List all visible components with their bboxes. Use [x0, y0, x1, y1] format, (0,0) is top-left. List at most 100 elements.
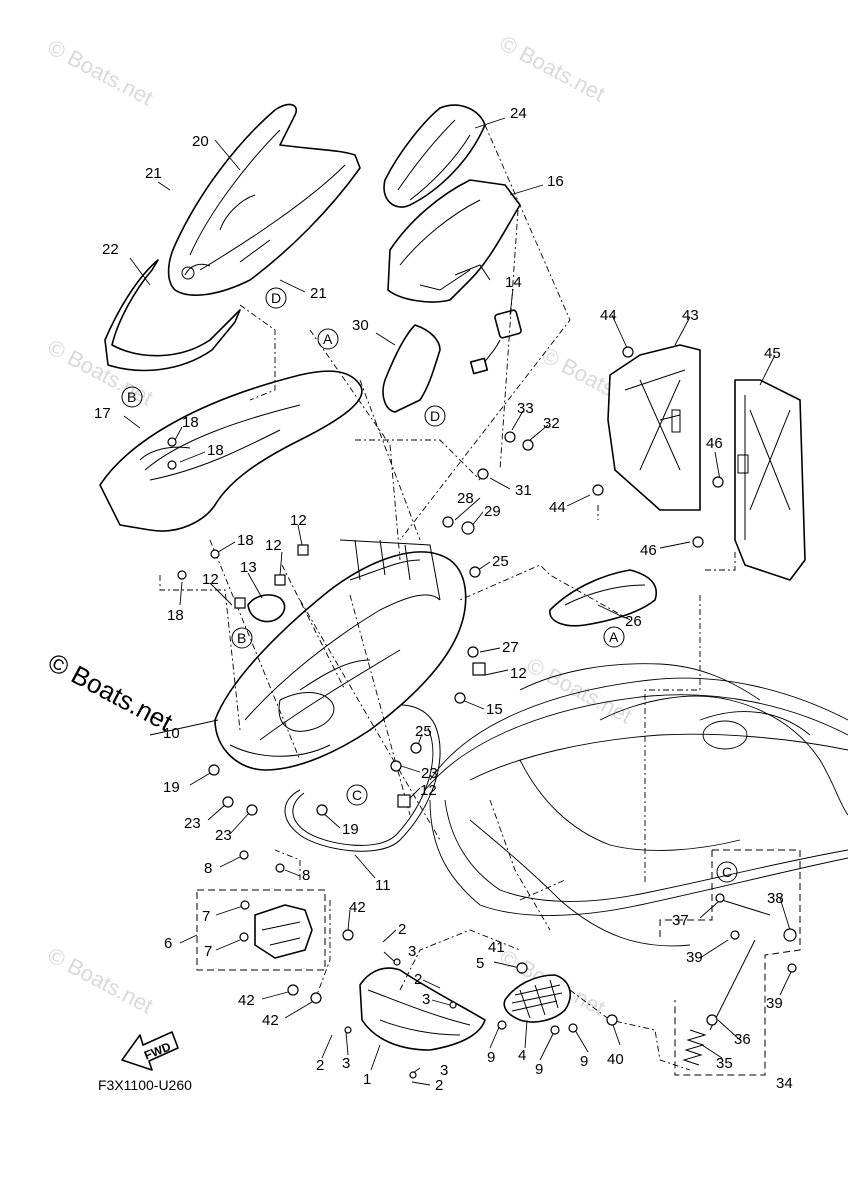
fastener-40 [606, 1014, 618, 1026]
part-16-bracket [387, 179, 521, 303]
callout-24: 24 [510, 105, 527, 122]
callout-3: 3 [422, 991, 430, 1008]
fastener-46 [712, 476, 724, 488]
fastener-44 [622, 346, 634, 358]
part-35-cable [709, 939, 756, 1031]
callout-44: 44 [600, 307, 617, 324]
fastener-39 [787, 963, 797, 973]
ref-circle-b [231, 627, 253, 649]
callout-42: 42 [262, 1012, 279, 1029]
callout-18: 18 [182, 414, 199, 431]
callout-28: 28 [457, 490, 474, 507]
ref-circle-c [346, 784, 368, 806]
callout-2: 2 [435, 1077, 443, 1094]
part-45-slot [737, 454, 749, 474]
fastener-25 [410, 742, 422, 754]
callout-20: 20 [192, 133, 209, 150]
callout-44: 44 [549, 499, 566, 516]
fwd-arrow-shape [121, 1031, 179, 1071]
callout-31: 31 [515, 482, 532, 499]
fastener-38 [783, 928, 797, 942]
callout-37: 37 [672, 912, 689, 929]
callout-43: 43 [682, 307, 699, 324]
fastener-42 [310, 992, 322, 1004]
callout-23: 23 [215, 827, 232, 844]
callout-10: 10 [163, 725, 180, 742]
fastener-25 [469, 566, 481, 578]
callout-33: 33 [517, 400, 534, 417]
callout-12: 12 [510, 665, 527, 682]
callout-42: 42 [349, 899, 366, 916]
part-13-plate [247, 594, 286, 623]
callout-45: 45 [764, 345, 781, 362]
part-35-spring [682, 1029, 707, 1066]
part-1-detail [367, 989, 471, 1036]
callout-32: 32 [543, 415, 560, 432]
part-20-detail [184, 129, 346, 276]
fastener-28 [442, 516, 454, 528]
fastener-19 [208, 764, 220, 776]
callout-16: 16 [547, 173, 564, 190]
fastener-15 [454, 692, 466, 704]
callout-8: 8 [204, 860, 212, 877]
part-43-slot [671, 409, 681, 433]
callout-8: 8 [302, 867, 310, 884]
leader-lines [123, 117, 793, 1086]
callout-19: 19 [342, 821, 359, 838]
fastener-19 [316, 804, 328, 816]
callout-35: 35 [716, 1055, 733, 1072]
callout-11: 11 [375, 877, 391, 894]
part-17-deck-cover [99, 370, 363, 532]
fastener-44 [592, 484, 604, 496]
callout-9: 9 [580, 1053, 588, 1070]
part-20-hole [181, 266, 195, 280]
part-37-rod [721, 899, 771, 916]
callout-3: 3 [342, 1055, 350, 1072]
callout-2: 2 [316, 1057, 324, 1074]
callout-27: 27 [502, 639, 519, 656]
watermark-text-large: © Boats.net [43, 647, 178, 738]
fastener-3 [344, 1026, 352, 1034]
ref-letter-a: A [323, 331, 333, 347]
ref-letter-d: D [430, 408, 440, 424]
fastener-39 [730, 930, 740, 940]
fastener-7 [239, 932, 249, 942]
fastener-18 [210, 549, 220, 559]
callout-18: 18 [207, 442, 224, 459]
callout-19: 19 [163, 779, 180, 796]
part-45-detail [744, 395, 791, 540]
part-34-group-box [674, 849, 801, 1076]
part-24-detail [397, 119, 471, 201]
callout-2: 2 [398, 921, 406, 938]
ref-circle-d [265, 287, 287, 309]
part-14-plug [469, 357, 489, 375]
part-14-connector [494, 309, 522, 339]
ref-circle-c [716, 861, 738, 883]
part-43-panel [607, 344, 701, 511]
callout-12: 12 [202, 571, 219, 588]
ref-letter-a: A [609, 629, 619, 645]
callout-2: 2 [414, 971, 422, 988]
watermark-text: © Boats.net [44, 334, 158, 410]
fastener-36 [706, 1014, 718, 1026]
fastener-8 [239, 850, 249, 860]
watermark-text: © Boats.net [496, 30, 610, 106]
part-22-strip [104, 259, 241, 372]
watermark-text: © Boats.net [44, 942, 158, 1018]
callout-3: 3 [440, 1062, 448, 1079]
fastener-9 [497, 1020, 507, 1030]
callout-9: 9 [487, 1049, 495, 1066]
callout-29: 29 [484, 503, 501, 520]
part-34-group-box-inner [659, 850, 713, 940]
callout-25: 25 [415, 723, 432, 740]
callout-42: 42 [238, 992, 255, 1009]
callout-25: 25 [492, 553, 509, 570]
callout-26: 26 [625, 613, 642, 630]
fastener-42 [342, 929, 354, 941]
callout-30: 30 [352, 317, 369, 334]
part-10-detail-2 [229, 692, 335, 757]
part-11-hose-inner [292, 727, 434, 846]
part-26-detail [564, 584, 646, 606]
callout-18: 18 [167, 607, 184, 624]
